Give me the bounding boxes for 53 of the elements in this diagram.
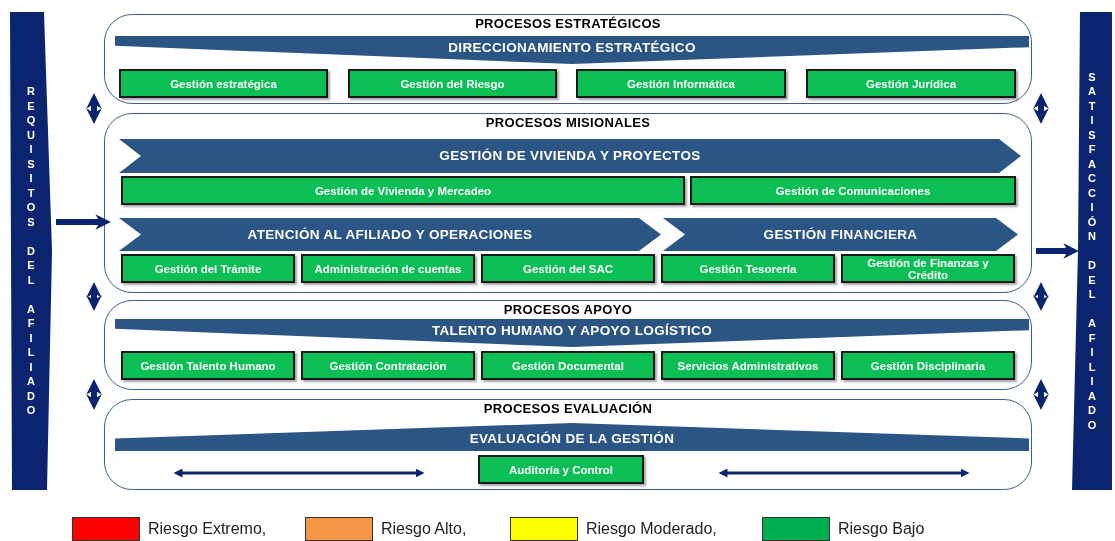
vertical-banner: [1072, 12, 1112, 490]
legend-label: Riesgo Bajo: [838, 519, 925, 539]
process-group-panel: [104, 399, 1032, 490]
arrow: [86, 93, 102, 124]
legend-label: Riesgo Extremo,: [148, 519, 267, 539]
process-box: Administración de cuentas: [301, 254, 475, 283]
process-box: Servicios Administrativos: [661, 351, 835, 380]
arrow: [86, 379, 102, 410]
banner-title: EVALUACIÓN DE LA GESTIÓN: [469, 430, 675, 448]
banner-title: DIRECCIONAMIENTO ESTRATÉGICO: [448, 39, 696, 57]
arrow: [86, 282, 102, 311]
chevron-banner: [119, 218, 661, 251]
group-heading: PROCESOS APOYO: [502, 302, 634, 317]
group-heading: PROCESOS EVALUACIÓN: [482, 401, 654, 416]
arrow: [56, 214, 111, 230]
banner-title: GESTIÓN DE VIVIENDA Y PROYECTOS: [439, 147, 701, 165]
process-box: Gestión de Comunicaciones: [690, 176, 1016, 205]
chevron-banner: [119, 139, 1021, 173]
legend-label: Riesgo Moderado,: [586, 519, 717, 539]
tapered-banner: [115, 423, 1029, 451]
process-box: Gestión Contratación: [301, 351, 475, 380]
process-box: Gestión Informática: [576, 69, 786, 98]
vertical-banner: [10, 12, 52, 490]
process-box: Gestión de Vivienda y Mercadeo: [121, 176, 685, 205]
banner-title: TALENTO HUMANO Y APOYO LOGÍSTICO: [431, 322, 713, 340]
process-group-panel: [104, 113, 1032, 293]
group-heading: PROCESOS ESTRATÉGICOS: [474, 16, 662, 31]
process-box: Gestión Jurídica: [806, 69, 1016, 98]
process-box: Gestión Talento Humano: [121, 351, 295, 380]
tapered-banner: [115, 319, 1029, 347]
process-box: Auditoría y Control: [478, 455, 644, 484]
arrow: [1033, 93, 1049, 124]
vertical-banner-text: SATISFACCIÓN DEL AFILIADO: [1087, 69, 1097, 433]
banner-title: ATENCIÓN AL AFILIADO Y OPERACIONES: [247, 225, 533, 244]
group-heading: PROCESOS MISIONALES: [484, 115, 652, 130]
chevron-banner: [663, 218, 1018, 251]
arrow: [1036, 243, 1079, 259]
process-box: Gestión de Finanzas y Crédito: [841, 254, 1015, 283]
process-group-panel: [104, 300, 1032, 390]
process-box: Gestión Disciplinaria: [841, 351, 1015, 380]
process-box: Gestión Documental: [481, 351, 655, 380]
vertical-banner-text: REQUISITOS DEL AFILIADO: [26, 84, 36, 418]
process-box: Gestión del Riesgo: [348, 69, 557, 98]
process-box: Gestión del Trámite: [121, 254, 295, 283]
process-box: Gestión Tesorería: [661, 254, 835, 283]
legend-label: Riesgo Alto,: [381, 519, 467, 539]
process-box: Gestión estratégica: [119, 69, 328, 98]
process-box: Gestión del SAC: [481, 254, 655, 283]
arrow: [1033, 379, 1049, 410]
arrow: [1033, 282, 1049, 311]
banner-title: GESTIÓN FINANCIERA: [763, 225, 918, 244]
process-group-panel: [104, 14, 1032, 104]
tapered-banner: [115, 36, 1029, 64]
